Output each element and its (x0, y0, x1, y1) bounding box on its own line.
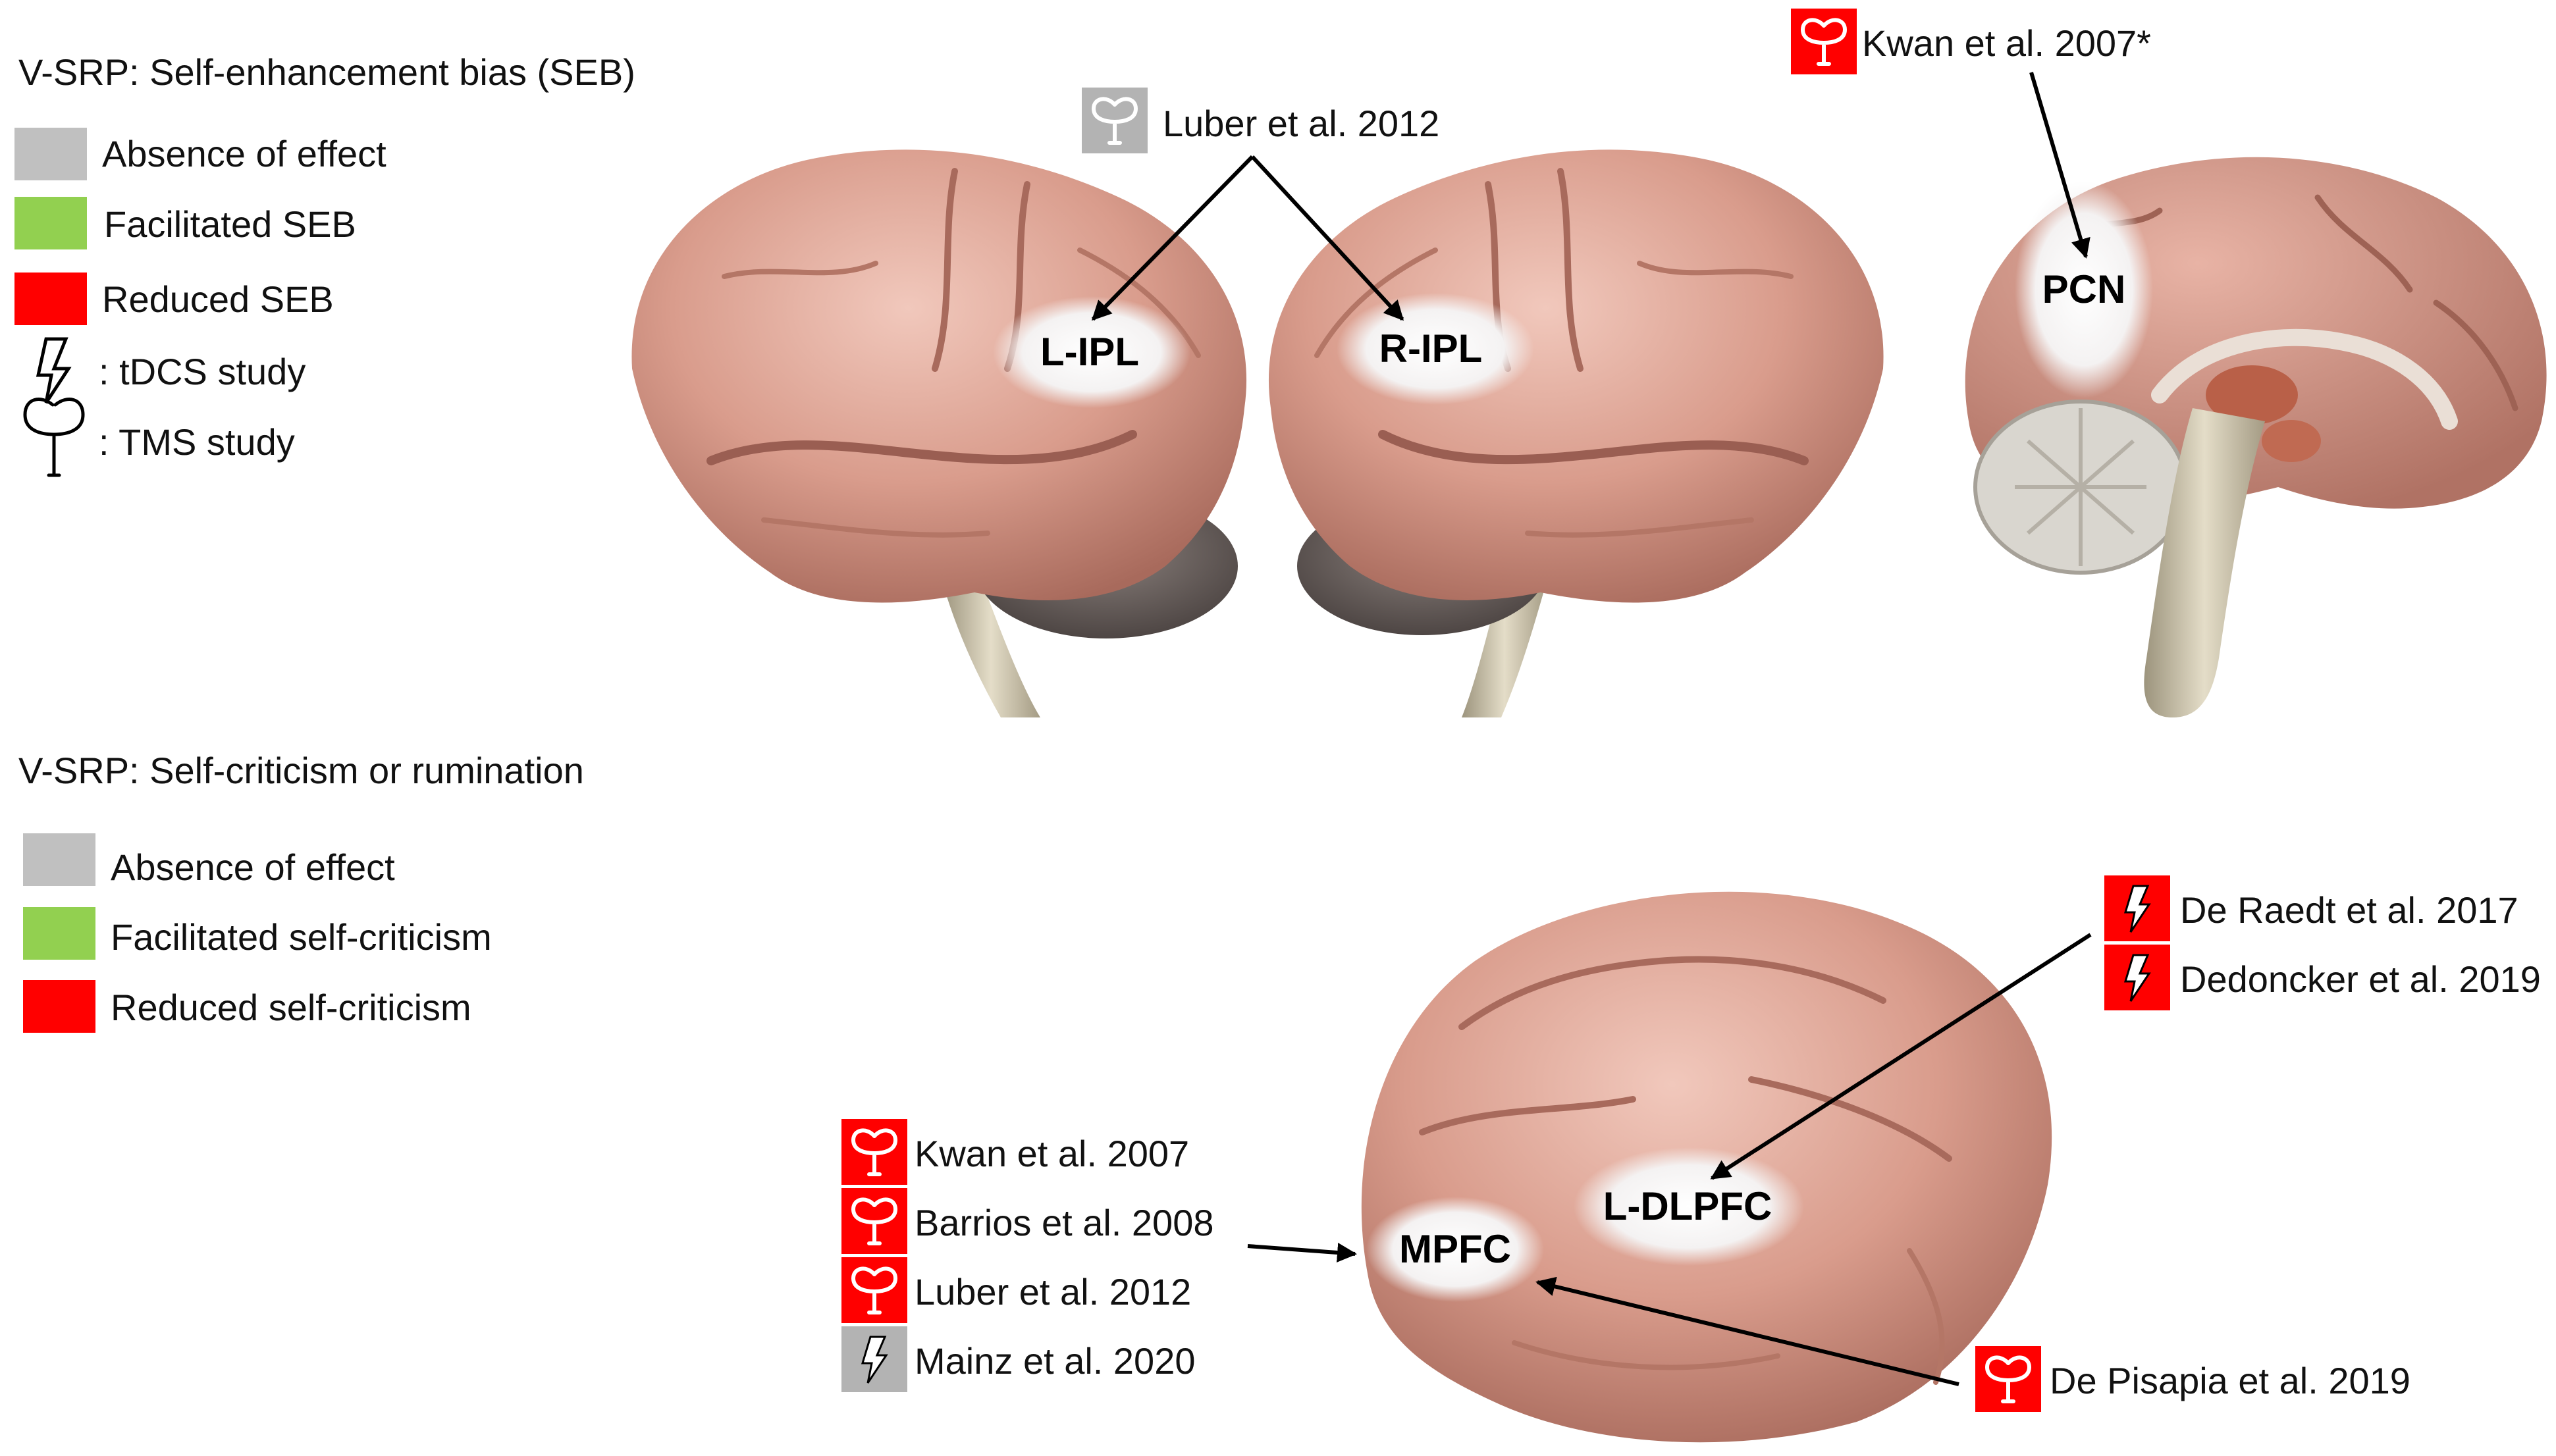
seb-legend-swatch-reduced (14, 273, 87, 325)
left-hemisphere-brain (631, 149, 1247, 717)
seb-legend-swatch-absence (14, 128, 87, 180)
region-label-r-ipl: R-IPL (1379, 326, 1483, 371)
seb-legend-label-absence: Absence of effect (102, 133, 386, 174)
arrow-icon (1091, 155, 1254, 321)
tms-coil-icon (841, 1257, 907, 1323)
study-label: Kwan et al. 2007 (915, 1133, 1190, 1174)
study-label: De Pisapia et al. 2019 (2050, 1360, 2410, 1401)
crit-legend-title: V-SRP: Self-criticism or rumination (18, 750, 584, 791)
seb-legend-title: V-SRP: Self-enhancement bias (SEB) (18, 51, 635, 93)
region-label-mpfc: MPFC (1399, 1227, 1511, 1271)
seb-legend-swatch-facilitated (14, 197, 87, 249)
tms-coil-icon (1791, 9, 1857, 74)
right-hemisphere-brain (1268, 149, 1884, 717)
tms-coil-icon (841, 1119, 907, 1185)
region-label-pcn: PCN (2042, 267, 2126, 311)
study-label: Dedoncker et al. 2019 (2180, 958, 2541, 1000)
medial-brain (1965, 157, 2547, 717)
crit-legend-label-absence: Absence of effect (111, 846, 395, 888)
region-label-l-ipl: L-IPL (1040, 330, 1139, 374)
seb-legend-label-facilitated: Facilitated SEB (104, 203, 356, 245)
lightning-bolt-icon (2104, 945, 2170, 1010)
legend-tms-label: : TMS study (99, 421, 295, 463)
tms-coil-icon (841, 1188, 907, 1254)
r-ipl-region (1337, 293, 1534, 405)
lightning-bolt-icon (841, 1326, 907, 1392)
study-label: Mainz et al. 2020 (915, 1340, 1196, 1382)
seb-legend-label-reduced: Reduced SEB (102, 278, 334, 320)
crit-legend-swatch-absence (23, 833, 95, 886)
crit-legend-label-reduced: Reduced self-criticism (111, 987, 471, 1028)
legend-tdcs-label: : tDCS study (99, 351, 306, 392)
tms-coil-icon (1975, 1346, 2041, 1412)
frontal-brain (1361, 891, 2052, 1443)
crit-legend-label-facilitated: Facilitated self-criticism (111, 916, 492, 958)
region-label-l-dlpfc: L-DLPFC (1603, 1184, 1772, 1228)
study-label: Luber et al. 2012 (915, 1271, 1192, 1313)
arrow-icon (1250, 155, 1404, 321)
arrows (1091, 72, 2092, 1386)
arrow-icon (1247, 1243, 1357, 1262)
study-label: Kwan et al. 2007* (1862, 22, 2151, 64)
tms-coil-icon (1082, 88, 1148, 153)
arrow-icon (2029, 72, 2090, 259)
crit-legend-swatch-reduced (23, 980, 95, 1033)
tms-coil-icon (23, 398, 85, 477)
pcn-region (2015, 181, 2153, 398)
arrow-icon (1535, 1276, 1959, 1386)
study-label: Barrios et al. 2008 (915, 1202, 1214, 1243)
arrow-icon (1710, 933, 2092, 1180)
mpfc-region (1366, 1197, 1544, 1302)
study-label: De Raedt et al. 2017 (2180, 889, 2518, 931)
study-label: Luber et al. 2012 (1163, 103, 1440, 144)
l-dlpfc-region (1574, 1147, 1804, 1266)
lightning-bolt-icon (36, 337, 72, 404)
lightning-bolt-icon (2104, 875, 2170, 941)
l-ipl-region (993, 296, 1190, 408)
crit-legend-swatch-facilitated (23, 907, 95, 960)
legend-icons (23, 337, 85, 477)
